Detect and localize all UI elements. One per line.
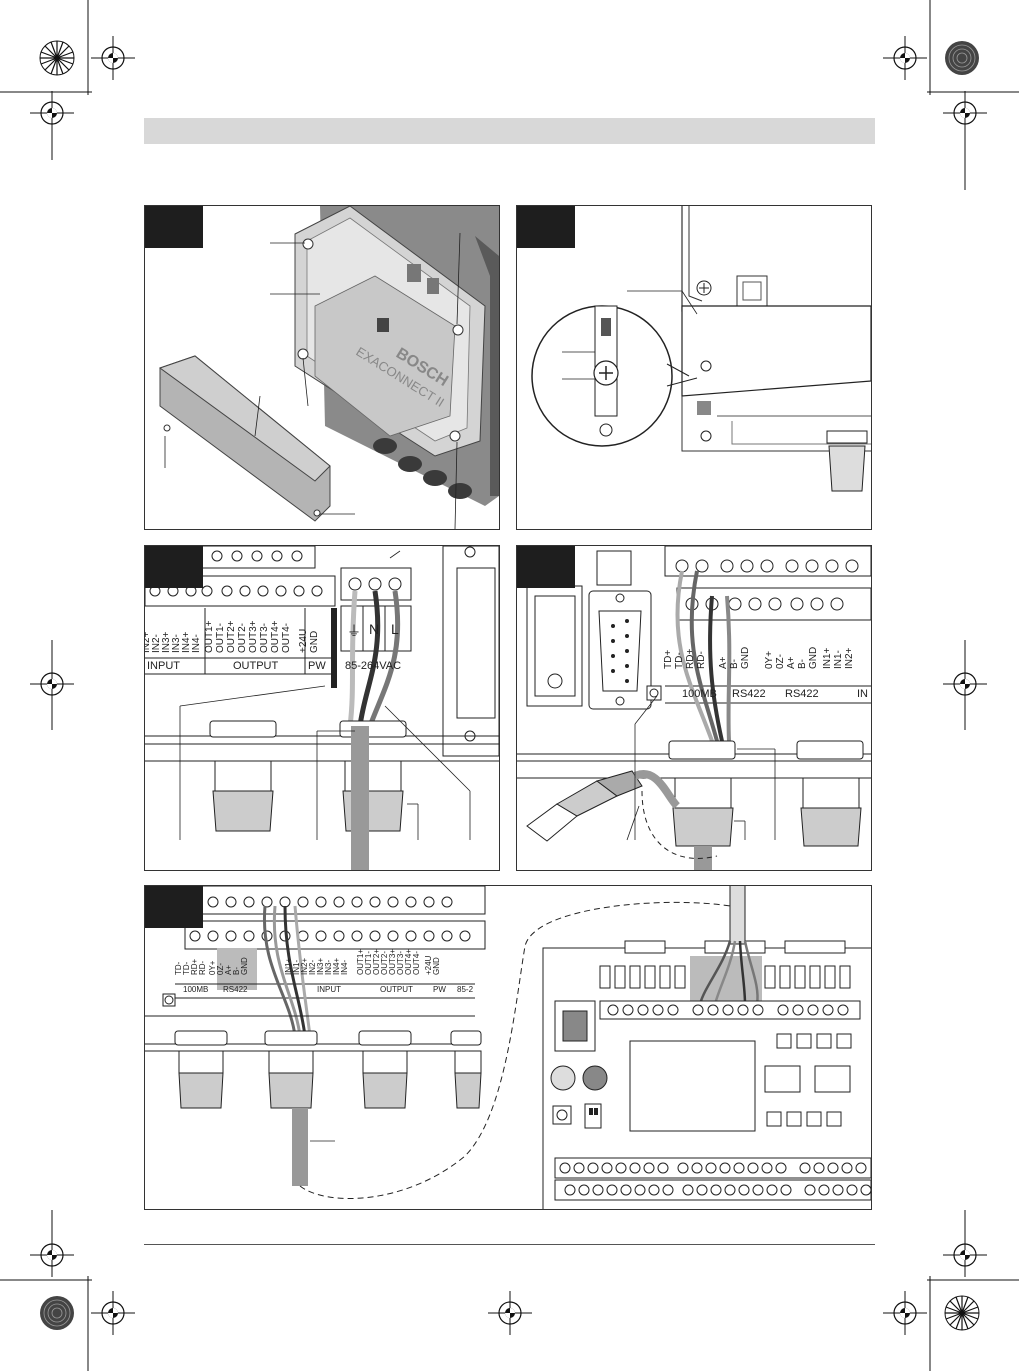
term-rdn: RD-	[696, 651, 707, 669]
f5-group-rs422: RS422	[223, 985, 248, 994]
group-pw: PW	[308, 660, 326, 672]
power-wiring-illustration	[145, 546, 499, 870]
term-n: N	[369, 621, 380, 637]
registration-mark-icon	[942, 90, 988, 136]
figure-2-tab	[517, 206, 575, 248]
term-0yp: 0Y+	[764, 650, 775, 669]
lan-wiring-illustration	[517, 546, 871, 870]
cable-gland-icon	[796, 740, 864, 847]
term-a2: A+	[786, 656, 797, 669]
starburst-mark-icon	[944, 1295, 980, 1331]
registration-mark-icon	[882, 1290, 928, 1336]
full-wiring-illustration	[145, 886, 871, 1209]
term-earth: ⏚	[347, 623, 361, 639]
term-a1: A+	[718, 656, 729, 669]
term-out2n: OUT2-	[237, 623, 248, 653]
housing-illustration: EXACONNECT II BOSCH	[158, 206, 499, 529]
f5-term-gnd: GND	[240, 957, 249, 975]
term-out1p: OUT1+	[204, 620, 215, 653]
cable-gland-icon	[209, 720, 277, 832]
group-input: INPUT	[147, 660, 180, 672]
mains-voltage: 85-264VAC	[345, 660, 402, 672]
figure-5-tab	[145, 886, 203, 928]
term-24u: +24U	[298, 628, 309, 653]
figure-4-tab	[517, 546, 575, 588]
term-out3p: OUT3+	[248, 620, 259, 653]
figure-3-panel: IN2+ IN2- IN3+ IN3- IN4+ IN4- OUT1+ OUT1…	[144, 545, 500, 871]
rj45-plug-icon	[526, 770, 681, 842]
term-out3n: OUT3-	[259, 623, 270, 653]
f5-term-out4n: OUT4-	[412, 951, 421, 975]
f5-group-output: OUTPUT	[380, 985, 413, 994]
group-in: IN	[857, 688, 868, 700]
term-l: L	[391, 621, 399, 637]
term-in1n: IN1-	[833, 650, 844, 669]
term-out1n: OUT1-	[215, 623, 226, 653]
footer-rule	[144, 1244, 875, 1245]
header-bar	[144, 118, 875, 144]
term-in2p-b: IN2+	[844, 647, 855, 669]
group-output: OUTPUT	[233, 660, 279, 672]
figure-1-panel: EXACONNECT II BOSCH	[144, 205, 500, 530]
figure-1-tab	[145, 206, 203, 248]
registration-mark-icon	[29, 90, 75, 136]
group-rs422-b: RS422	[785, 688, 819, 700]
group-rs422-a: RS422	[732, 688, 766, 700]
f5-group-100mb: 100MB	[183, 985, 209, 994]
term-tdn: TD-	[674, 652, 685, 669]
term-b2: B-	[797, 659, 808, 669]
f5-group-pw: PW	[433, 985, 446, 994]
term-b1: B-	[729, 659, 740, 669]
term-out4n: OUT4-	[281, 623, 292, 653]
f5-term-rdn: RD-	[198, 960, 207, 975]
figure-3-tab	[145, 546, 203, 588]
f5-term-gnd2: GND	[432, 957, 441, 975]
f5-term-in4n: IN4-	[340, 959, 349, 975]
cable-gland-icon	[668, 740, 736, 847]
term-in4n: IN4-	[191, 634, 202, 653]
term-gnd1: GND	[740, 646, 751, 669]
registration-mark-icon	[90, 1290, 136, 1336]
term-gnd: GND	[309, 630, 320, 653]
term-rdp: RD+	[685, 648, 696, 669]
registration-mark-icon	[942, 661, 988, 707]
db9-connector-icon	[588, 590, 652, 710]
cable-gland-icon	[339, 720, 407, 832]
term-tdp: TD+	[663, 649, 674, 669]
registration-mark-icon	[29, 661, 75, 707]
registration-mark-icon	[487, 1290, 533, 1336]
figure-5-panel: TD- TD- RD+ RD- 0Y+ 0Z- A+ B- GND IN1+ I…	[144, 885, 872, 1210]
f5-group-input: INPUT	[317, 985, 341, 994]
registration-mark-icon	[90, 35, 136, 81]
starburst-mark-icon	[39, 40, 75, 76]
figure-2-panel	[516, 205, 872, 530]
registration-mark-icon	[942, 1232, 988, 1278]
term-gnd2: GND	[808, 646, 819, 669]
registration-mark-icon	[29, 1232, 75, 1278]
registration-mark-icon	[882, 35, 928, 81]
screw-detail-illustration	[531, 206, 871, 492]
term-out4p: OUT4+	[270, 620, 281, 653]
term-in1p: IN1+	[822, 647, 833, 669]
term-0zn: 0Z-	[775, 654, 786, 669]
figure-4-panel: TD+ TD- RD+ RD- A+ B- GND 0Y+ 0Z- A+ B- …	[516, 545, 872, 871]
starburst-mark-icon	[944, 40, 980, 76]
f5-mains-partial: 85-2	[457, 985, 474, 994]
group-100mb: 100MB	[682, 688, 717, 700]
term-out2p: OUT2+	[226, 620, 237, 653]
starburst-mark-icon	[39, 1295, 75, 1331]
